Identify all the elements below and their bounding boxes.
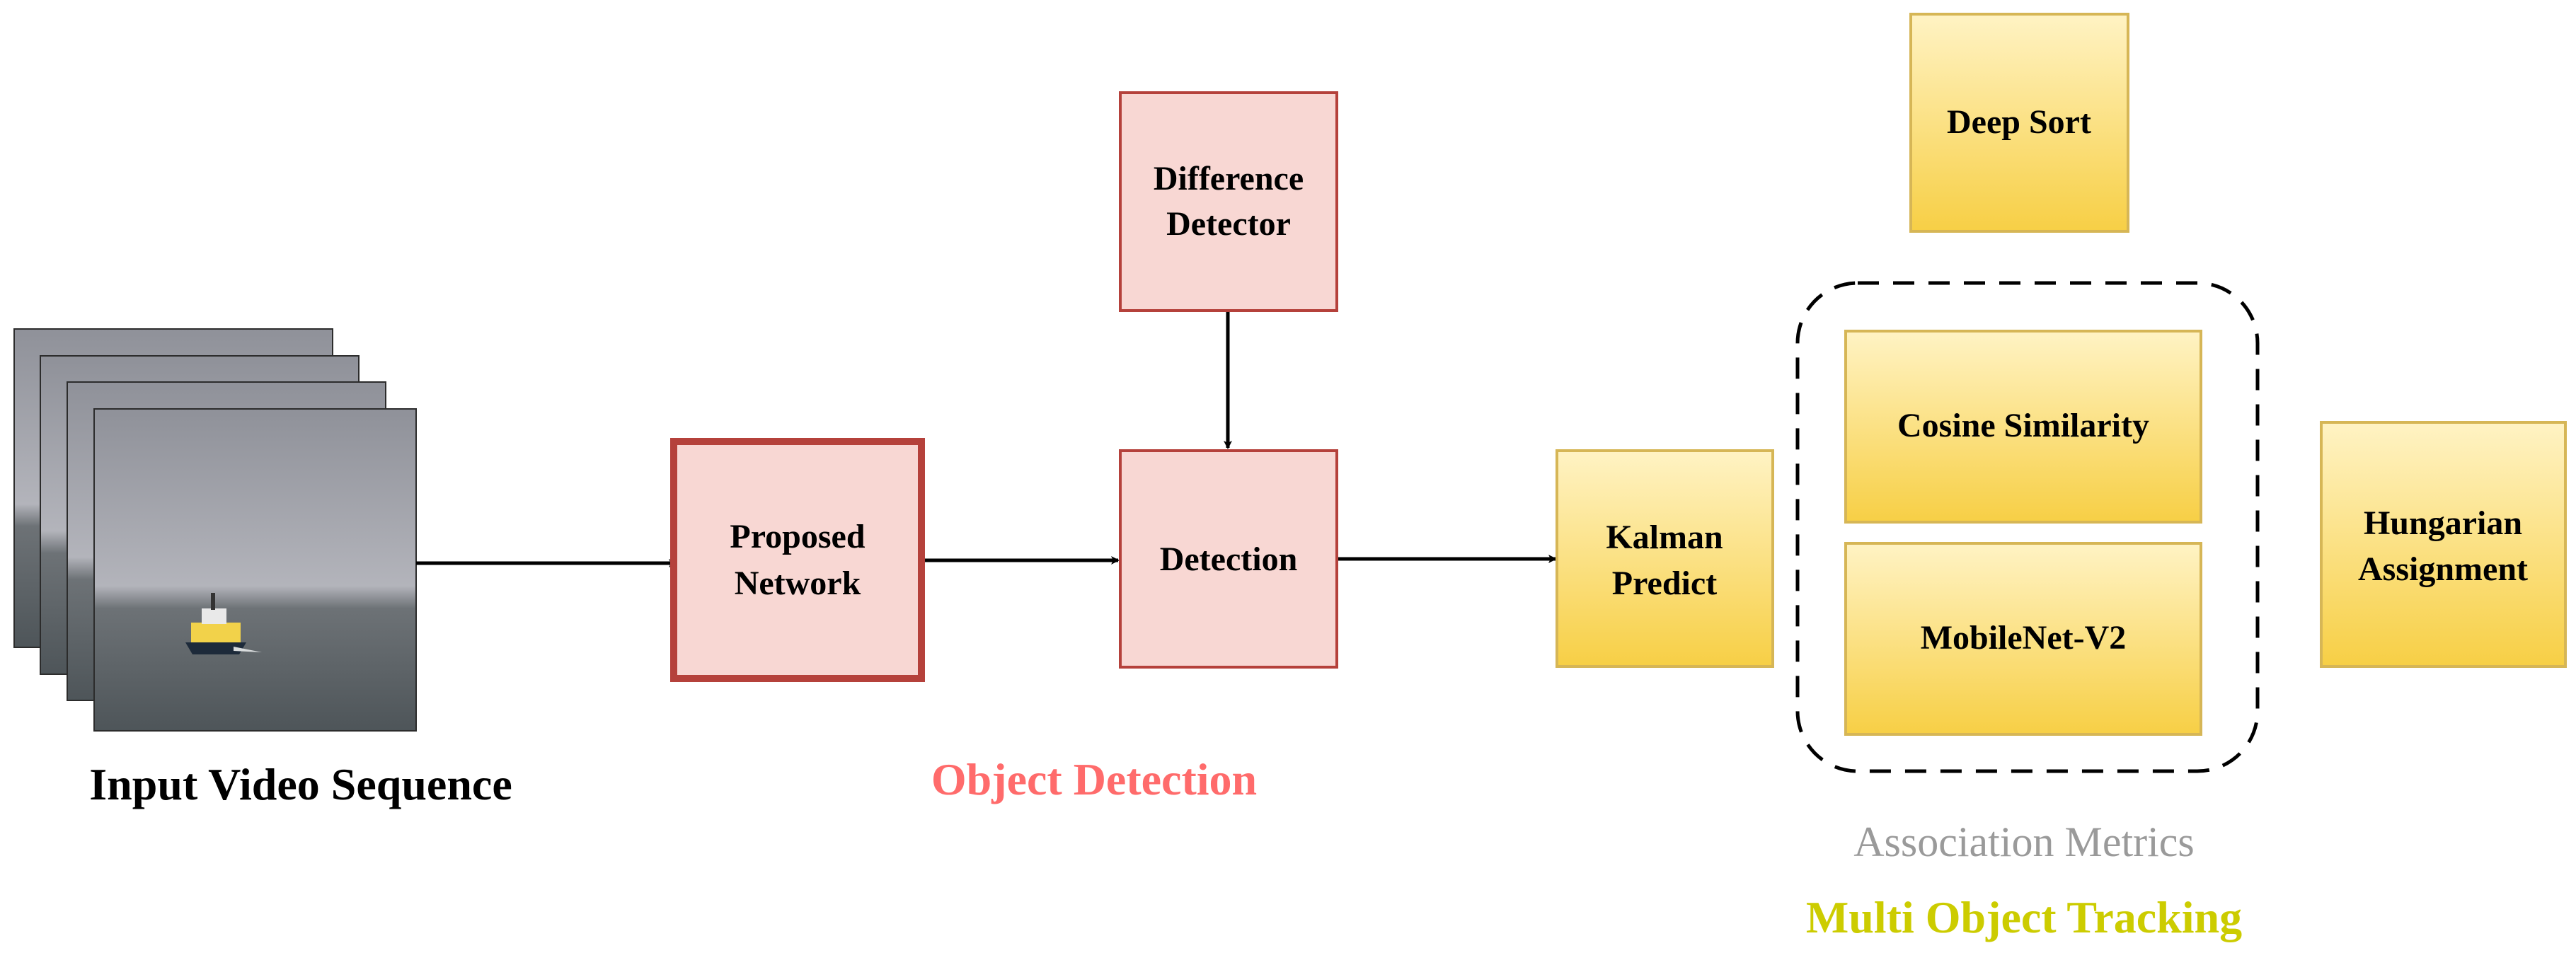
kalman-predict-label-line2: Predict xyxy=(1612,565,1717,602)
deep-sort-box: Deep Sort xyxy=(1909,13,2129,233)
proposed-network-label-line2: Network xyxy=(735,565,861,602)
multi-object-tracking-caption: Multi Object Tracking xyxy=(1806,892,2242,942)
difference-detector-box: Difference Detector xyxy=(1119,91,1338,312)
arrows xyxy=(416,312,1557,567)
hungarian-label-line2: Assignment xyxy=(2358,550,2528,588)
hungarian-assignment-box: Hungarian Assignment xyxy=(2320,421,2567,668)
mobilenet-label: MobileNet-V2 xyxy=(1921,619,2127,657)
hungarian-label-line1: Hungarian xyxy=(2364,504,2522,542)
video-frame-1 xyxy=(93,408,417,732)
detection-box: Detection xyxy=(1119,449,1338,669)
proposed-network-label-line1: Proposed xyxy=(730,518,865,555)
kalman-predict-box: Kalman Predict xyxy=(1556,449,1774,668)
difference-detector-label-line2: Detector xyxy=(1166,205,1291,243)
difference-detector-label-line1: Difference xyxy=(1154,160,1304,197)
object-detection-caption: Object Detection xyxy=(931,754,1257,804)
mobilenet-box: MobileNet-V2 xyxy=(1844,542,2202,736)
cosine-similarity-label: Cosine Similarity xyxy=(1897,407,2149,444)
association-metrics-group: Cosine Similarity MobileNet-V2 xyxy=(1795,281,2260,773)
detection-label: Detection xyxy=(1160,541,1298,578)
kalman-predict-label-line1: Kalman xyxy=(1606,519,1723,556)
association-metrics-caption: Association Metrics xyxy=(1853,819,2195,865)
input-video-caption: Input Video Sequence xyxy=(89,759,512,809)
input-video-frames xyxy=(13,328,417,732)
deep-sort-label: Deep Sort xyxy=(1947,103,2091,141)
cosine-similarity-box: Cosine Similarity xyxy=(1844,330,2202,524)
association-metrics-dashed-border xyxy=(1795,281,2260,773)
ship-icon xyxy=(185,593,262,654)
proposed-network-box: Proposed Network xyxy=(670,438,925,682)
